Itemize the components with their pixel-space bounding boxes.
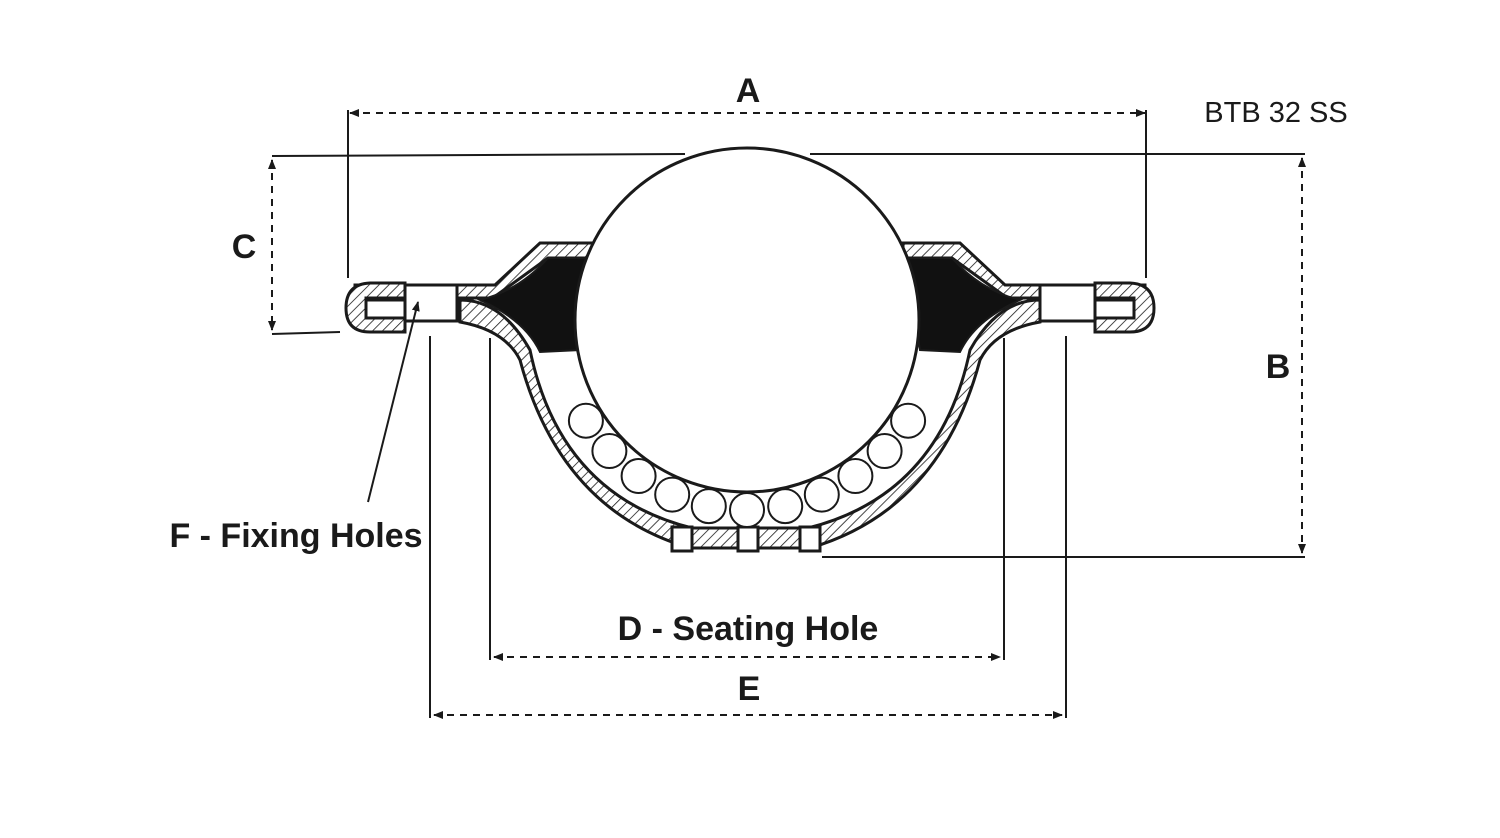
- drain-opening-left: [670, 525, 694, 553]
- support-ball: [890, 402, 927, 439]
- extension-line-c-top: [271, 153, 686, 157]
- main-ball: [573, 146, 921, 494]
- support-ball: [690, 488, 727, 525]
- label-f: F - Fixing Holes: [169, 517, 422, 555]
- support-ball: [866, 433, 903, 469]
- support-ball: [620, 458, 657, 494]
- support-ball: [591, 433, 628, 469]
- fixing-hole-left: [403, 283, 459, 323]
- label-c: C: [232, 228, 257, 266]
- flange-left: [344, 281, 407, 334]
- fixing-hole-right: [1038, 283, 1097, 323]
- drain-opening-right: [798, 525, 822, 553]
- label-a: A: [736, 72, 761, 110]
- support-ball: [837, 458, 874, 494]
- support-ball: [803, 476, 840, 513]
- label-d: D - Seating Hole: [618, 610, 879, 648]
- label-b: B: [1266, 348, 1291, 386]
- extension-line-c-bottom: [271, 331, 341, 335]
- support-balls: [567, 402, 927, 528]
- flange-right: [1093, 281, 1156, 334]
- support-ball: [567, 402, 604, 439]
- drain-opening-center: [736, 525, 760, 553]
- model-label: BTB 32 SS: [1204, 97, 1347, 129]
- label-e: E: [738, 670, 761, 708]
- housing-cup: [458, 298, 1042, 550]
- leader-line-f: [367, 301, 420, 503]
- seal-right: [903, 257, 1024, 354]
- support-ball: [729, 492, 765, 528]
- support-ball: [767, 488, 804, 525]
- support-ball: [654, 476, 691, 513]
